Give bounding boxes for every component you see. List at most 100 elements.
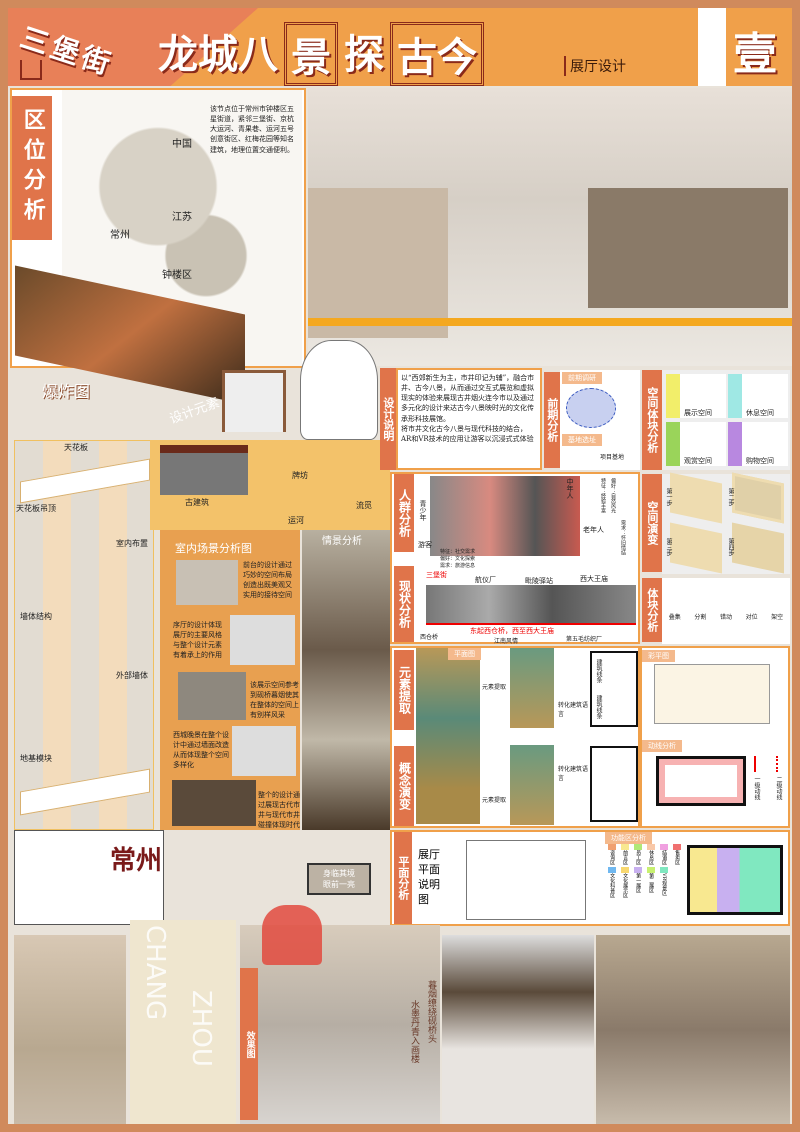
zone-name: 第一展区 bbox=[635, 873, 642, 893]
line-word: 建筑线条 bbox=[595, 695, 602, 719]
map-icon bbox=[698, 8, 726, 86]
status-route: 东起西仓桥，西至西大王庙 bbox=[470, 627, 554, 635]
zone-legend-item: 前言区 bbox=[618, 844, 631, 865]
color-plan bbox=[654, 664, 770, 724]
evolution-step: 第四步 bbox=[727, 538, 734, 556]
design-note: 以“西郊新生为主，市井印记为辅”，融合市井、古今八景，从而通过交互式展览和虚拟现… bbox=[396, 368, 542, 470]
scene-strip bbox=[302, 530, 390, 830]
preliminary-label: 前期分析 bbox=[544, 372, 560, 468]
floor-plan bbox=[466, 840, 586, 920]
flow-plan bbox=[656, 756, 746, 806]
evolution-step: 第二步 bbox=[727, 488, 734, 506]
bubble-line: 身临其境 bbox=[323, 869, 355, 878]
concept-label: 概念演变 bbox=[394, 746, 414, 826]
zone-swatch bbox=[646, 867, 655, 873]
rug-text: 常州 bbox=[110, 846, 163, 876]
zone-swatch bbox=[607, 844, 616, 850]
zone-legend-item: 文化科普区 bbox=[605, 867, 618, 898]
title-part: 景 bbox=[284, 22, 338, 86]
line-word: 建筑线条 bbox=[595, 659, 602, 683]
zone-name: 员工区 bbox=[635, 850, 642, 865]
element-label: 牌坊 bbox=[292, 471, 308, 480]
block-item-label: 观赏空间 bbox=[684, 457, 712, 465]
poem: 水墨丹青入画楼 bbox=[409, 1000, 419, 1063]
interior-note: 整个的设计通过展现古代市井与现代市井碰撞体现时代 bbox=[258, 791, 300, 830]
location-label: 区位分析 bbox=[12, 96, 52, 240]
zone-swatch bbox=[620, 844, 629, 850]
zone-name: 售卖区 bbox=[674, 850, 681, 865]
place-label: 常州 bbox=[110, 230, 130, 241]
block-item-label: 购物空间 bbox=[746, 457, 774, 465]
legend-primary: 一级动线 bbox=[753, 776, 760, 800]
changzhou-watermark-panel bbox=[130, 920, 236, 1125]
space-block-label: 空间体块分析 bbox=[642, 370, 662, 470]
crowd-label: 人群分析 bbox=[394, 474, 414, 552]
zone-name: VR观景区 bbox=[661, 873, 668, 896]
landscape-painting bbox=[416, 648, 480, 824]
speech-bubble: 身临其境 眼前一亮 bbox=[307, 863, 371, 895]
layer-label: 墙体结构 bbox=[20, 612, 52, 621]
status-collage bbox=[426, 585, 636, 625]
symbol-box bbox=[590, 746, 638, 822]
zone-legend-item: 售卖区 bbox=[670, 844, 683, 865]
line-box: 建筑线条 建筑线条 bbox=[590, 651, 638, 727]
zone-name: 休息区 bbox=[648, 850, 655, 865]
block-item-label: 展示空间 bbox=[684, 409, 712, 417]
zone-name: 文化科普区 bbox=[609, 873, 616, 898]
interior-note: 序厅的设计体现展厅的主要风格与整个设计元素有着承上的作用 bbox=[173, 621, 222, 660]
convert-label: 转化建筑语言 bbox=[558, 702, 589, 718]
extract-label: 元素提取 bbox=[482, 684, 507, 691]
flow-tag: 动线分析 bbox=[642, 740, 682, 752]
site-caption: 项目基地 bbox=[600, 454, 625, 461]
crowd-note: 偏好：文化探索 bbox=[440, 556, 476, 562]
design-note-text: 以“西郊新生为主，市井印记为辅”，融合市井、古今八景，从而通过交互式展览和虚拟现… bbox=[401, 374, 535, 423]
evolution-step: 第一步 bbox=[665, 488, 672, 506]
element-label: 古建筑 bbox=[185, 498, 209, 507]
place-label: 江苏 bbox=[172, 212, 192, 223]
space-evolution-panel: 第一步 第二步 第三步 第四步 bbox=[662, 472, 790, 574]
interior-note: 西城晚景在整个设计中通过墙面改造从而体现整个空间多样化 bbox=[173, 731, 229, 770]
zone-plan bbox=[687, 845, 783, 915]
rug-render bbox=[14, 830, 164, 925]
evolution-step: 第三步 bbox=[665, 538, 672, 556]
zone-legend-item: 结语区 bbox=[657, 844, 670, 865]
status-label: 现状分析 bbox=[394, 566, 414, 642]
function-tag: 功能区分析 bbox=[605, 832, 652, 844]
title-part: 古今 bbox=[390, 22, 484, 86]
header: 三堡街 龙城八 景 探 古今 展厅设计 壹 bbox=[8, 8, 792, 86]
sheet-number: 壹 bbox=[733, 29, 777, 80]
block-op: 叠集 bbox=[668, 613, 681, 621]
crowd-group: 中年人 bbox=[566, 478, 574, 499]
layer-label: 外部墙体 bbox=[116, 671, 148, 680]
zone-legend-item: 第一展区 bbox=[631, 867, 644, 898]
renders-label: 效果图 bbox=[240, 968, 258, 1120]
crowd-note: 需求：旅游信息 bbox=[440, 563, 476, 569]
zone-name: 咨询区 bbox=[609, 850, 616, 865]
title-part: 龙城八 bbox=[158, 31, 278, 78]
status-site: 江南风情 bbox=[494, 638, 519, 645]
status-site: 西大王庙 bbox=[580, 575, 608, 583]
crowd-note: 偏好：自然风光 bbox=[610, 478, 616, 513]
zone-swatch bbox=[659, 867, 668, 873]
painting-crop bbox=[510, 648, 554, 728]
element-label: 元素提取 bbox=[394, 650, 414, 730]
status-site: 航仪厂 bbox=[475, 576, 496, 584]
poem: 暮烟缭绕砚桥头 bbox=[426, 980, 436, 1043]
bubble-line: 眼前一亮 bbox=[323, 880, 355, 889]
block-item bbox=[728, 422, 788, 466]
zone-swatch bbox=[659, 844, 668, 850]
color-plan-panel: 彩平图 动线分析 一级动线 二级动线 bbox=[640, 646, 790, 828]
scene-thumb bbox=[176, 560, 238, 605]
block-item bbox=[728, 374, 788, 418]
block-item bbox=[666, 422, 726, 466]
scene-thumb bbox=[178, 672, 246, 720]
block-item bbox=[666, 374, 726, 418]
axonometric-panel bbox=[14, 440, 154, 830]
subtitle: 展厅设计 bbox=[564, 56, 626, 76]
visitor-silhouettes bbox=[262, 905, 322, 965]
interior-note: 该展示空间参考到砚桥暮烟使其在整体的空间上有别样风采 bbox=[250, 681, 299, 720]
interior-note: 前台的设计通过巧妙的空间布局创造出既美观又实用的接待空间 bbox=[243, 561, 292, 600]
zone-legend-item: 第二展区 bbox=[644, 867, 657, 898]
hero-render bbox=[308, 88, 792, 366]
block-analysis-label: 体块分析 bbox=[642, 578, 662, 642]
